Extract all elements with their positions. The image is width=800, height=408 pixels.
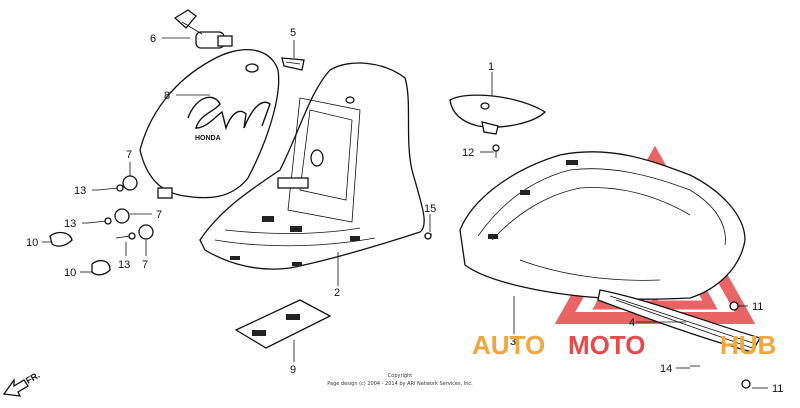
- label-4: 4: [629, 317, 635, 329]
- label-10-top: 10: [26, 237, 38, 249]
- part-8-side-cover: HONDA: [139, 49, 280, 199]
- part-4-trim: [597, 289, 761, 353]
- watermark-word-1: AUTO: [472, 330, 545, 360]
- label-13-top: 13: [74, 185, 86, 197]
- label-1: 1: [488, 61, 494, 73]
- label-8: 8: [164, 90, 170, 102]
- label-11-top: 11: [752, 301, 763, 313]
- label-7-top: 7: [126, 149, 132, 161]
- label-7-mid: 7: [156, 209, 162, 221]
- label-14: 14: [660, 363, 672, 375]
- logo-lettering: HONDA: [195, 135, 221, 142]
- part-6-key-cylinder: [173, 9, 233, 49]
- part-1-panel: [449, 94, 547, 135]
- copyright-block: Copyright Page design (c) 2004 - 2014 by…: [327, 373, 473, 387]
- front-direction-indicator: FR.: [2, 370, 42, 397]
- label-10-bottom: 10: [64, 267, 76, 279]
- fr-label: FR.: [24, 370, 42, 386]
- part-3-front-cover: [459, 151, 746, 300]
- leader-lines: [42, 37, 768, 389]
- label-7-bottom: 7: [142, 259, 148, 271]
- label-6: 6: [150, 33, 156, 45]
- fasteners: [49, 144, 751, 389]
- label-3: 3: [510, 336, 516, 348]
- watermark-word-2: MOTO: [568, 330, 646, 360]
- part-5-clip: [281, 57, 305, 71]
- label-9: 9: [290, 364, 296, 376]
- watermark-word-3: HUB: [720, 330, 776, 360]
- label-13-mid: 13: [64, 218, 76, 230]
- copyright-heading: Copyright: [388, 373, 412, 379]
- copyright-line: Page design (c) 2004 - 2014 by ARI Netwo…: [327, 381, 473, 387]
- label-12: 12: [462, 147, 474, 159]
- label-2: 2: [334, 287, 340, 299]
- label-11-bottom: 11: [772, 383, 783, 395]
- label-15: 15: [424, 203, 436, 215]
- label-5: 5: [290, 27, 296, 39]
- part-9-plate: [234, 299, 332, 349]
- part-labels: 6 5 8 7 13 13 7 10 13 7 10 1 12 15 2 3 4…: [26, 27, 783, 395]
- part-2-inner-panel: [199, 62, 425, 270]
- watermark-text: AUTO MOTO HUB: [472, 330, 776, 360]
- label-13-bottom: 13: [118, 259, 130, 271]
